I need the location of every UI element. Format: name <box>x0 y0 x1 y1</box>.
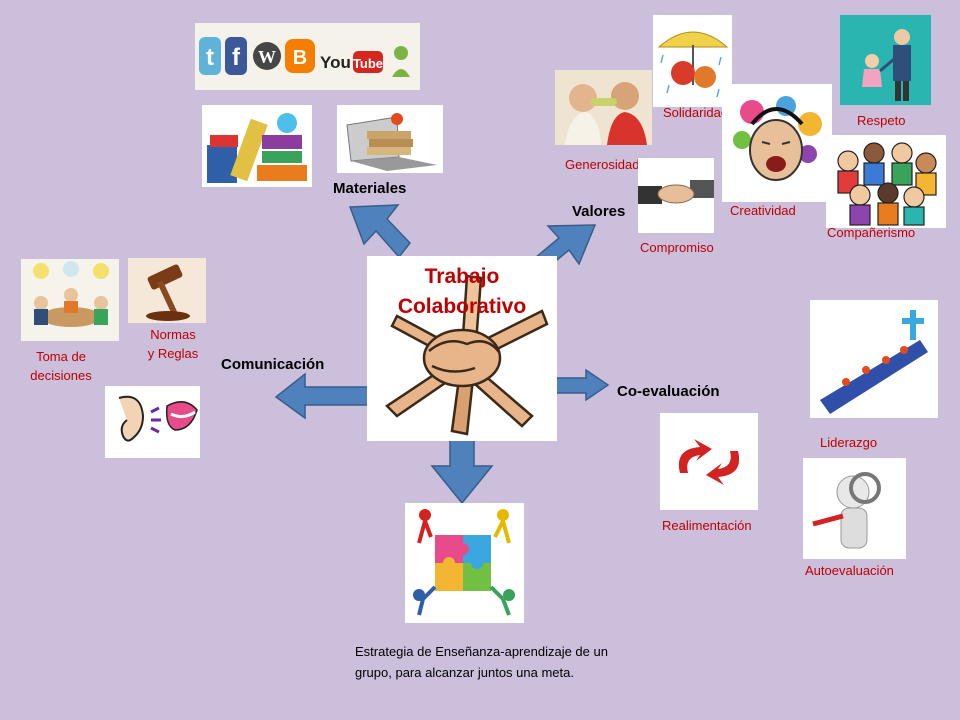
label-liderazgo: Liderazgo <box>820 435 878 450</box>
school-supplies-illustration <box>202 105 312 187</box>
leadership-illustration <box>810 300 938 418</box>
respeto-image <box>840 15 931 105</box>
elder-child-illustration <box>840 15 931 105</box>
kids-circle-illustration <box>826 135 946 228</box>
companerismo-image <box>826 135 946 228</box>
center-title: Trabajo Colaborativo <box>367 262 557 322</box>
label-normas: Normas <box>150 327 196 342</box>
arrow-comunicacion <box>274 372 369 420</box>
gavel-illustration <box>128 258 206 323</box>
compromiso-image <box>638 158 714 233</box>
materials-image-1 <box>202 105 312 187</box>
label-toma-decisiones: Toma de decisiones <box>30 349 92 383</box>
hands-illustration <box>367 256 557 441</box>
puzzle-people-illustration <box>405 503 524 623</box>
puzzle-team-image <box>405 503 524 623</box>
arrow-coevaluacion <box>554 368 610 402</box>
realimentacion-image <box>660 413 758 510</box>
generosidad-image <box>555 70 652 145</box>
label-reglas: y Reglas <box>147 346 199 361</box>
branch-comunicacion: Comunicación <box>221 356 325 373</box>
label-creatividad: Creatividad <box>730 203 796 218</box>
svg-text:f: f <box>232 44 241 71</box>
ear-mouth-image <box>105 386 200 458</box>
label-normas-reglas: Normas y Reglas <box>138 325 208 363</box>
label-compromiso: Compromiso <box>640 240 714 255</box>
label-companerismo: Compañerismo <box>827 225 916 240</box>
svg-text:Tube: Tube <box>353 56 383 71</box>
label-solidaridad: Solidaridad <box>663 105 729 120</box>
magnifier-person-illustration <box>803 458 906 559</box>
creatividad-image <box>722 84 832 202</box>
branch-valores: Valores <box>572 203 626 220</box>
autoevaluacion-image <box>803 458 906 559</box>
materials-image-2 <box>337 105 443 173</box>
liderazgo-image <box>810 300 938 418</box>
arrow-materiales <box>348 204 411 259</box>
branch-coevaluacion: Co-evaluación <box>617 383 720 400</box>
social-logos-image: t f W B You Tube <box>195 23 420 90</box>
handshake-illustration <box>638 158 714 233</box>
label-respeto: Respeto <box>857 113 906 128</box>
label-autoevaluacion: Autoevaluación <box>805 563 894 578</box>
laptop-books-illustration <box>337 105 443 173</box>
label-generosidad: Generosidad <box>565 157 640 172</box>
center-title-line1: Trabajo <box>424 265 500 288</box>
social-logos-illustration: t f W B You Tube <box>195 23 420 90</box>
description-text: Estrategia de Enseñanza-aprendizaje de u… <box>355 644 608 680</box>
meeting-illustration <box>21 259 119 341</box>
solidaridad-image <box>653 15 732 107</box>
kids-sharing-illustration <box>555 70 652 145</box>
svg-text:B: B <box>293 47 307 69</box>
label-realimentacion: Realimentación <box>662 518 752 533</box>
svg-text:t: t <box>206 44 214 71</box>
umbrella-bears-illustration <box>653 15 732 107</box>
normas-reglas-image <box>128 258 206 323</box>
ear-mouth-illustration <box>105 386 200 458</box>
svg-text:W: W <box>258 47 276 67</box>
branch-materiales: Materiales <box>333 180 407 197</box>
svg-text:You: You <box>320 53 351 72</box>
feedback-arrows-illustration <box>660 413 758 510</box>
toma-decisiones-image <box>21 259 119 341</box>
creativity-illustration <box>722 84 832 202</box>
center-hands-image <box>367 256 557 441</box>
center-title-line2: Colaborativo <box>397 295 527 318</box>
